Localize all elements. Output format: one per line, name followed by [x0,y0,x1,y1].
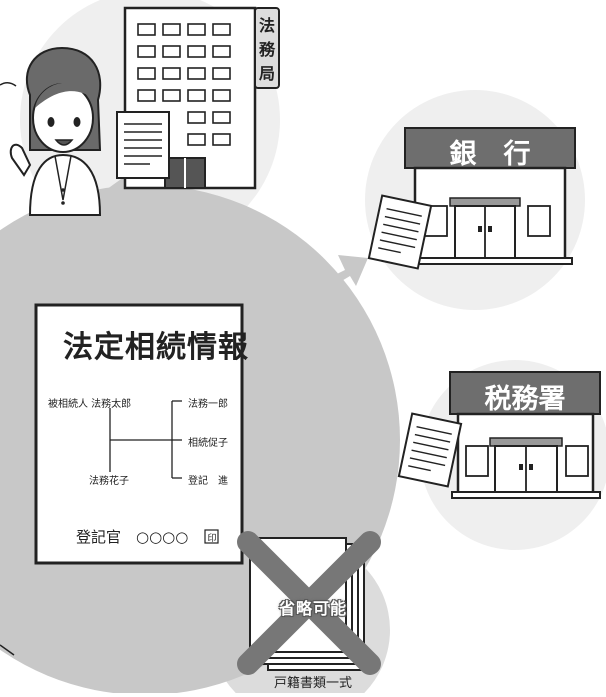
decor-stroke [0,82,17,87]
arrow-to-tax-office [300,395,390,485]
register-stack [237,531,381,675]
child-2-name: 相続促子 [188,438,228,449]
registrar-line: 登記官 ○○○○ [76,528,189,546]
bureau-sign-char-2: 務 [258,40,275,59]
decedent-name: 被相続人 法務太郎 [48,399,132,410]
child-1-name: 法務一郎 [188,399,228,410]
bank-building [404,127,576,265]
decor-stroke-2 [0,644,15,656]
certificate-title: 法定相続情報 [63,330,249,365]
bank-sign: 銀 行 [449,139,531,170]
tax-office-sign: 税務署 [484,384,566,415]
arrow-to-bureau [75,162,215,238]
child-3-name: 登記 進 [188,476,228,487]
arrow-to-bank [250,255,368,335]
bureau-document-icon [116,111,170,179]
bureau-sign-char-1: 法 [258,16,275,35]
spouse-name: 法務花子 [89,476,129,487]
bank-document-icon [367,194,433,270]
certificate-document [34,303,244,565]
seal-mark: 印 [207,534,217,544]
register-stack-caption: 戸籍書類一式 [273,676,352,691]
woman-icon [9,46,102,216]
omittable-stamp: 省略可能 [278,599,347,618]
tax-office-building [449,371,601,499]
tax-document-icon [397,412,463,488]
bureau-sign-char-3: 局 [258,64,275,83]
